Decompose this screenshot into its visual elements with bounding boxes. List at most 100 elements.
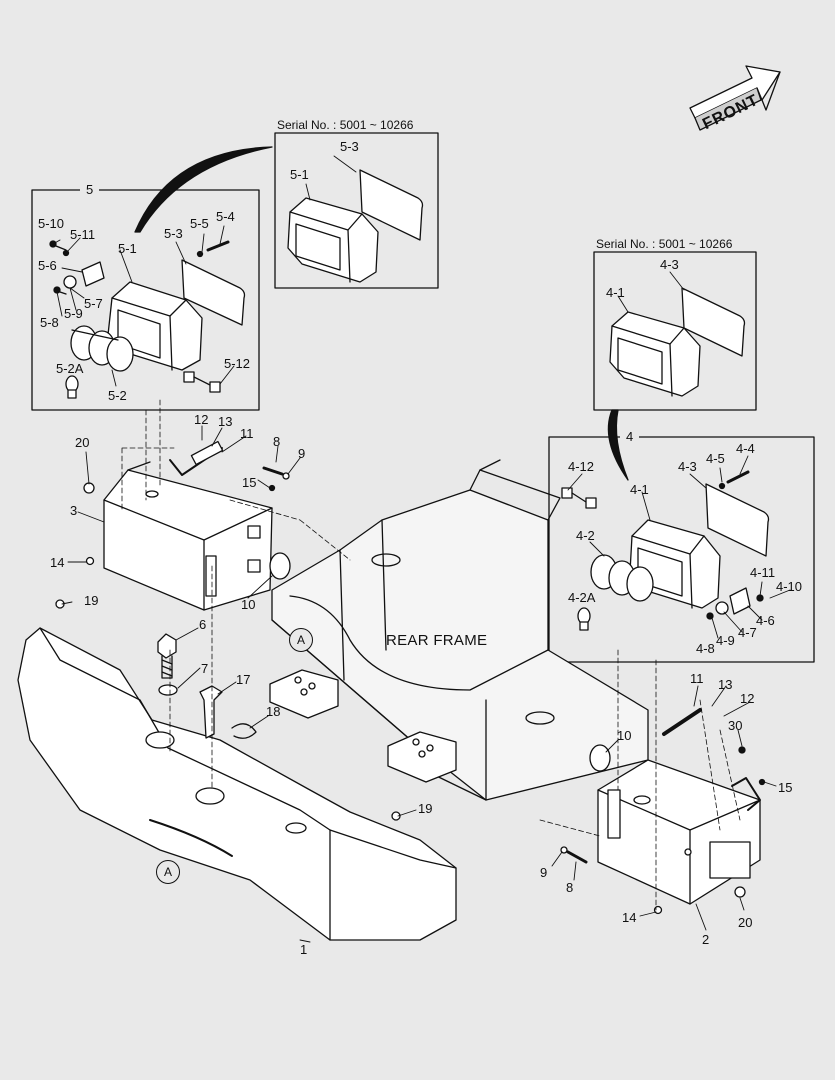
dashed-center-lines xyxy=(121,399,741,911)
connector-4-12 xyxy=(561,487,597,509)
lens-plate-5-3 xyxy=(181,259,246,326)
group-5-frame xyxy=(31,189,260,411)
label-6: 6 xyxy=(199,617,207,632)
label-12-left: 12 xyxy=(194,412,209,427)
group-4-frame xyxy=(548,436,815,663)
label-4-11: 4-11 xyxy=(750,565,776,580)
label-9-left: 9 xyxy=(298,446,306,461)
label-4-8: 4-8 xyxy=(696,641,715,656)
label-serial-4-3: 4-3 xyxy=(660,257,679,272)
label-10-left: 10 xyxy=(241,597,256,612)
label-5-8: 5-8 xyxy=(40,315,59,330)
bulb-4-2A xyxy=(577,607,591,631)
label-13-right: 13 xyxy=(718,677,733,692)
label-4-2A: 4-2A xyxy=(568,590,596,605)
label-5-1: 5-1 xyxy=(118,241,137,256)
label-serial-5-3: 5-3 xyxy=(340,139,359,154)
label-2: 2 xyxy=(702,932,710,947)
label-5-3: 5-3 xyxy=(164,226,183,241)
handle-11-left xyxy=(169,440,224,476)
serial-right-frame xyxy=(593,251,757,411)
connector-5-12 xyxy=(183,371,221,393)
counterweight-1 xyxy=(17,627,457,941)
label-8-left: 8 xyxy=(273,434,281,449)
washer-7 xyxy=(158,684,178,696)
label-12-right: 12 xyxy=(740,691,755,706)
label-4-3: 4-3 xyxy=(678,459,697,474)
circle-marker-a-frame: A xyxy=(289,628,313,652)
washer-4-7 xyxy=(715,601,729,615)
label-5-10: 5-10 xyxy=(38,216,65,231)
serial-right-text: Serial No. : 5001 ~ 10266 xyxy=(596,237,733,251)
label-5-11: 5-11 xyxy=(70,227,96,242)
leader-lines xyxy=(52,155,791,943)
group-4-title: 4 xyxy=(620,430,640,443)
label-5-9: 5-9 xyxy=(64,306,83,321)
lamp-lens-4-2 xyxy=(590,554,654,602)
nut-14-left xyxy=(85,556,95,566)
label-20-right: 20 xyxy=(738,915,753,930)
bulb-5-2A xyxy=(65,375,79,399)
label-4-1: 4-1 xyxy=(630,482,649,497)
label-4-10: 4-10 xyxy=(776,579,803,594)
label-13-left: 13 xyxy=(218,414,233,429)
label-7: 7 xyxy=(201,661,209,676)
lamp-box-right-2 xyxy=(597,759,761,905)
label-9-right: 9 xyxy=(540,865,548,880)
washer-9-left xyxy=(282,472,290,480)
washer-5-9 xyxy=(63,275,77,289)
rear-frame xyxy=(271,459,649,801)
label-1: 1 xyxy=(300,942,308,957)
washer-9-right xyxy=(560,846,568,854)
screw-30 xyxy=(738,746,746,754)
bolt-4-4 xyxy=(726,470,750,484)
circle-marker-a-counterweight: A xyxy=(156,860,180,884)
bolt-8-right xyxy=(566,850,588,864)
lens-plate-serial-top xyxy=(359,169,424,241)
label-4-7: 4-7 xyxy=(738,625,757,640)
label-4-4: 4-4 xyxy=(736,441,755,456)
label-5-6: 5-6 xyxy=(38,258,57,273)
label-5-2A: 5-2A xyxy=(56,361,84,376)
label-17: 17 xyxy=(236,672,251,687)
label-18: 18 xyxy=(266,704,281,719)
screw-20-right xyxy=(734,886,746,898)
handle-11-right xyxy=(662,708,761,811)
label-15-left: 15 xyxy=(242,475,257,490)
lens-plate-serial-right xyxy=(681,287,746,357)
label-4-5: 4-5 xyxy=(706,451,725,466)
group-5-title: 5 xyxy=(80,183,100,196)
label-10-right: 10 xyxy=(617,728,632,743)
lamp-lens-5-2 xyxy=(70,325,134,372)
bolt-5-4 xyxy=(206,240,230,252)
grommet-10-left xyxy=(269,552,291,580)
label-serial-5-1: 5-1 xyxy=(290,167,309,182)
label-5-7: 5-7 xyxy=(84,296,103,311)
serial-top-frame xyxy=(274,132,439,289)
label-5-2: 5-2 xyxy=(108,388,127,403)
screw-20-left xyxy=(83,482,95,494)
label-5-5: 5-5 xyxy=(190,216,209,231)
rear-frame-label: REAR FRAME xyxy=(386,632,488,649)
label-3: 3 xyxy=(70,503,78,518)
callout-arc-right xyxy=(607,409,629,481)
bolt-6 xyxy=(157,633,177,679)
label-4-9: 4-9 xyxy=(716,633,735,648)
pin-17 xyxy=(199,685,223,739)
lens-plate-4-3 xyxy=(705,483,770,557)
label-8-right: 8 xyxy=(566,880,574,895)
mount-pad-left xyxy=(269,669,339,719)
lamp-box-left-3 xyxy=(103,461,273,611)
label-11-right: 11 xyxy=(690,671,704,686)
lamp-housing-serial-top xyxy=(287,197,379,283)
label-5-12: 5-12 xyxy=(224,356,251,371)
front-arrow-icon xyxy=(689,65,781,131)
label-11-left: 11 xyxy=(240,426,254,441)
label-14-left: 14 xyxy=(50,555,65,570)
cap-19-bottom xyxy=(391,811,401,821)
bolt-8-left xyxy=(262,466,284,476)
label-4-6: 4-6 xyxy=(756,613,775,628)
screw-4-8 xyxy=(706,612,714,620)
